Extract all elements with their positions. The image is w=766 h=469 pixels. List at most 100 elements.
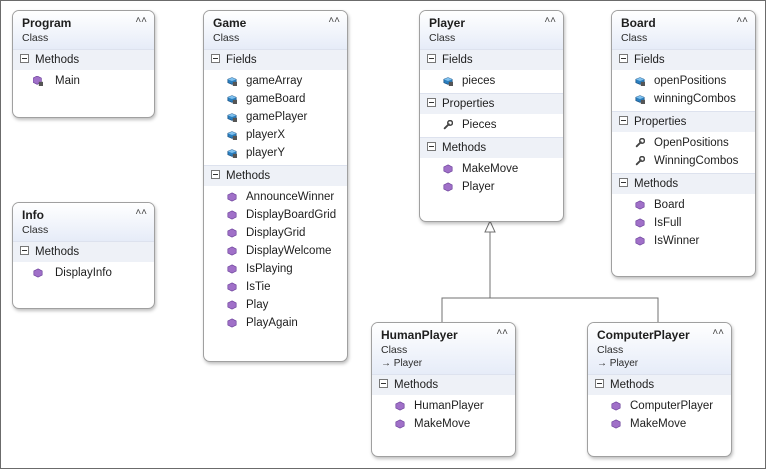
- collapse-toggle-icon[interactable]: [619, 178, 628, 187]
- methods-section-header[interactable]: Methods: [13, 49, 154, 70]
- class-info[interactable]: Info Class ˄˄ Methods DisplayInfo: [12, 202, 155, 309]
- member-item[interactable]: DisplayGrid: [204, 224, 347, 242]
- member-item[interactable]: HumanPlayer: [372, 397, 515, 415]
- member-item[interactable]: OpenPositions: [612, 134, 755, 152]
- collapse-toggle-icon[interactable]: [20, 246, 29, 255]
- member-item[interactable]: pieces: [420, 72, 563, 90]
- class-header: HumanPlayer Class → Player ˄˄: [372, 323, 515, 374]
- member-item[interactable]: IsWinner: [612, 232, 755, 250]
- class-name: Game: [213, 16, 247, 30]
- member-item[interactable]: MakeMove: [372, 415, 515, 433]
- chevron-up-icon[interactable]: ˄˄: [328, 15, 340, 26]
- chevron-up-icon[interactable]: ˄˄: [712, 327, 724, 338]
- fields-list: pieces: [420, 70, 563, 93]
- chevron-up-icon[interactable]: ˄˄: [135, 207, 147, 218]
- member-item[interactable]: gameArray: [204, 72, 347, 90]
- field-icon: [227, 149, 237, 158]
- property-icon: [443, 120, 453, 130]
- class-header: Info Class ˄˄: [13, 203, 154, 241]
- member-item[interactable]: IsTie: [204, 278, 347, 296]
- field-icon: [227, 95, 237, 104]
- collapse-toggle-icon[interactable]: [427, 142, 436, 151]
- collapse-toggle-icon[interactable]: [427, 54, 436, 63]
- member-item[interactable]: DisplayInfo: [13, 264, 154, 282]
- chevron-up-icon[interactable]: ˄˄: [496, 327, 508, 338]
- class-program[interactable]: Program Class ˄˄ Methods Main: [12, 10, 155, 118]
- class-player[interactable]: Player Class ˄˄ Fields pieces Properties…: [419, 10, 564, 222]
- class-name: Player: [429, 16, 466, 30]
- member-item[interactable]: DisplayBoardGrid: [204, 206, 347, 224]
- member-item[interactable]: WinningCombos: [612, 152, 755, 170]
- collapse-toggle-icon[interactable]: [595, 379, 604, 388]
- methods-list: Main: [13, 70, 154, 93]
- class-stereotype: Class: [381, 344, 408, 356]
- method-icon: [635, 200, 645, 210]
- method-icon: [611, 419, 621, 429]
- arrow-right-icon: →: [381, 358, 391, 369]
- methods-section-header[interactable]: Methods: [612, 173, 755, 194]
- fields-section-header[interactable]: Fields: [420, 49, 563, 70]
- collapse-toggle-icon[interactable]: [20, 54, 29, 63]
- class-header: Board Class ˄˄: [612, 11, 755, 49]
- method-icon: [227, 246, 237, 256]
- chevron-up-icon[interactable]: ˄˄: [736, 15, 748, 26]
- base-class-label: → Player: [381, 358, 423, 369]
- class-stereotype: Class: [429, 32, 456, 44]
- class-stereotype: Class: [22, 224, 49, 236]
- class-name: ComputerPlayer: [597, 328, 690, 342]
- chevron-up-icon[interactable]: ˄˄: [135, 15, 147, 26]
- method-icon: [395, 401, 405, 411]
- collapse-toggle-icon[interactable]: [379, 379, 388, 388]
- field-icon: [227, 77, 237, 86]
- member-item[interactable]: playerY: [204, 144, 347, 162]
- method-icon: [443, 182, 453, 192]
- collapse-toggle-icon[interactable]: [211, 54, 220, 63]
- collapse-toggle-icon[interactable]: [619, 54, 628, 63]
- member-item[interactable]: DisplayWelcome: [204, 242, 347, 260]
- member-item[interactable]: openPositions: [612, 72, 755, 90]
- member-item[interactable]: IsPlaying: [204, 260, 347, 278]
- member-item[interactable]: AnnounceWinner: [204, 188, 347, 206]
- member-item[interactable]: MakeMove: [420, 160, 563, 178]
- class-humanplayer[interactable]: HumanPlayer Class → Player ˄˄ Methods Hu…: [371, 322, 516, 457]
- member-item[interactable]: Play: [204, 296, 347, 314]
- methods-list: DisplayInfo: [13, 262, 154, 285]
- member-item[interactable]: Player: [420, 178, 563, 196]
- properties-section-header[interactable]: Properties: [612, 111, 755, 132]
- methods-section-header[interactable]: Methods: [204, 165, 347, 186]
- member-item[interactable]: ComputerPlayer: [588, 397, 731, 415]
- chevron-up-icon[interactable]: ˄˄: [544, 15, 556, 26]
- member-item[interactable]: Board: [612, 196, 755, 214]
- class-name: Board: [621, 16, 656, 30]
- fields-section-header[interactable]: Fields: [612, 49, 755, 70]
- member-item[interactable]: PlayAgain: [204, 314, 347, 332]
- class-computerplayer[interactable]: ComputerPlayer Class → Player ˄˄ Methods…: [587, 322, 732, 457]
- collapse-toggle-icon[interactable]: [619, 116, 628, 125]
- methods-section-header[interactable]: Methods: [13, 241, 154, 262]
- member-item[interactable]: winningCombos: [612, 90, 755, 108]
- member-item[interactable]: gamePlayer: [204, 108, 347, 126]
- methods-section-header[interactable]: Methods: [420, 137, 563, 158]
- member-item[interactable]: Pieces: [420, 116, 563, 134]
- method-icon: [227, 264, 237, 274]
- member-item[interactable]: IsFull: [612, 214, 755, 232]
- member-item[interactable]: Main: [13, 72, 154, 90]
- member-item[interactable]: gameBoard: [204, 90, 347, 108]
- methods-section-header[interactable]: Methods: [372, 374, 515, 395]
- fields-section-header[interactable]: Fields: [204, 49, 347, 70]
- collapse-toggle-icon[interactable]: [427, 98, 436, 107]
- properties-section-header[interactable]: Properties: [420, 93, 563, 114]
- member-item[interactable]: MakeMove: [588, 415, 731, 433]
- field-icon: [227, 131, 237, 140]
- methods-section-header[interactable]: Methods: [588, 374, 731, 395]
- inheritance-arrowhead: [484, 219, 496, 233]
- collapse-toggle-icon[interactable]: [211, 170, 220, 179]
- method-icon: [443, 164, 453, 174]
- member-item[interactable]: playerX: [204, 126, 347, 144]
